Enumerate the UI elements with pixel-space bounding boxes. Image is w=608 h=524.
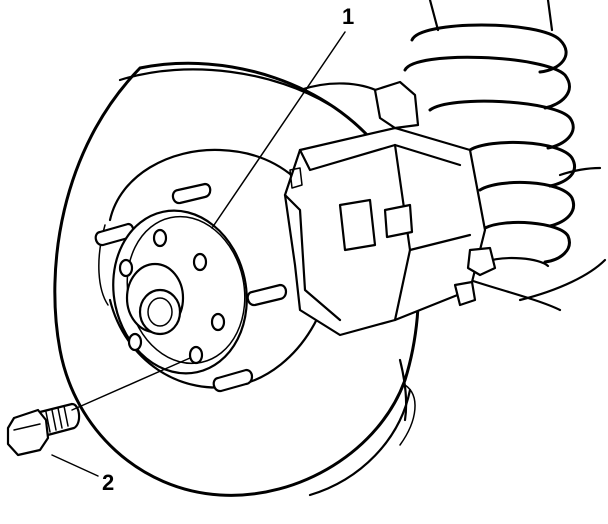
brake-caliper <box>283 80 497 337</box>
leader-line-1 <box>211 31 346 229</box>
wheel-stud <box>171 182 212 205</box>
callout-1: 1 <box>342 4 354 29</box>
leader-line-2-bolt <box>71 357 191 411</box>
caliper-bolt <box>6 402 81 457</box>
steering-knuckle <box>298 82 607 422</box>
leader-lines <box>51 31 346 477</box>
wheel-stud <box>212 368 254 393</box>
wheel-stud <box>246 283 288 307</box>
hub-center <box>125 262 185 336</box>
hub-flange <box>112 209 248 375</box>
coil-spring <box>403 0 576 268</box>
brake-rotor <box>53 61 421 497</box>
lug-holes <box>118 228 226 365</box>
callout-2: 2 <box>102 470 114 495</box>
wheel-studs <box>94 182 288 393</box>
leader-line-2 <box>51 454 99 477</box>
